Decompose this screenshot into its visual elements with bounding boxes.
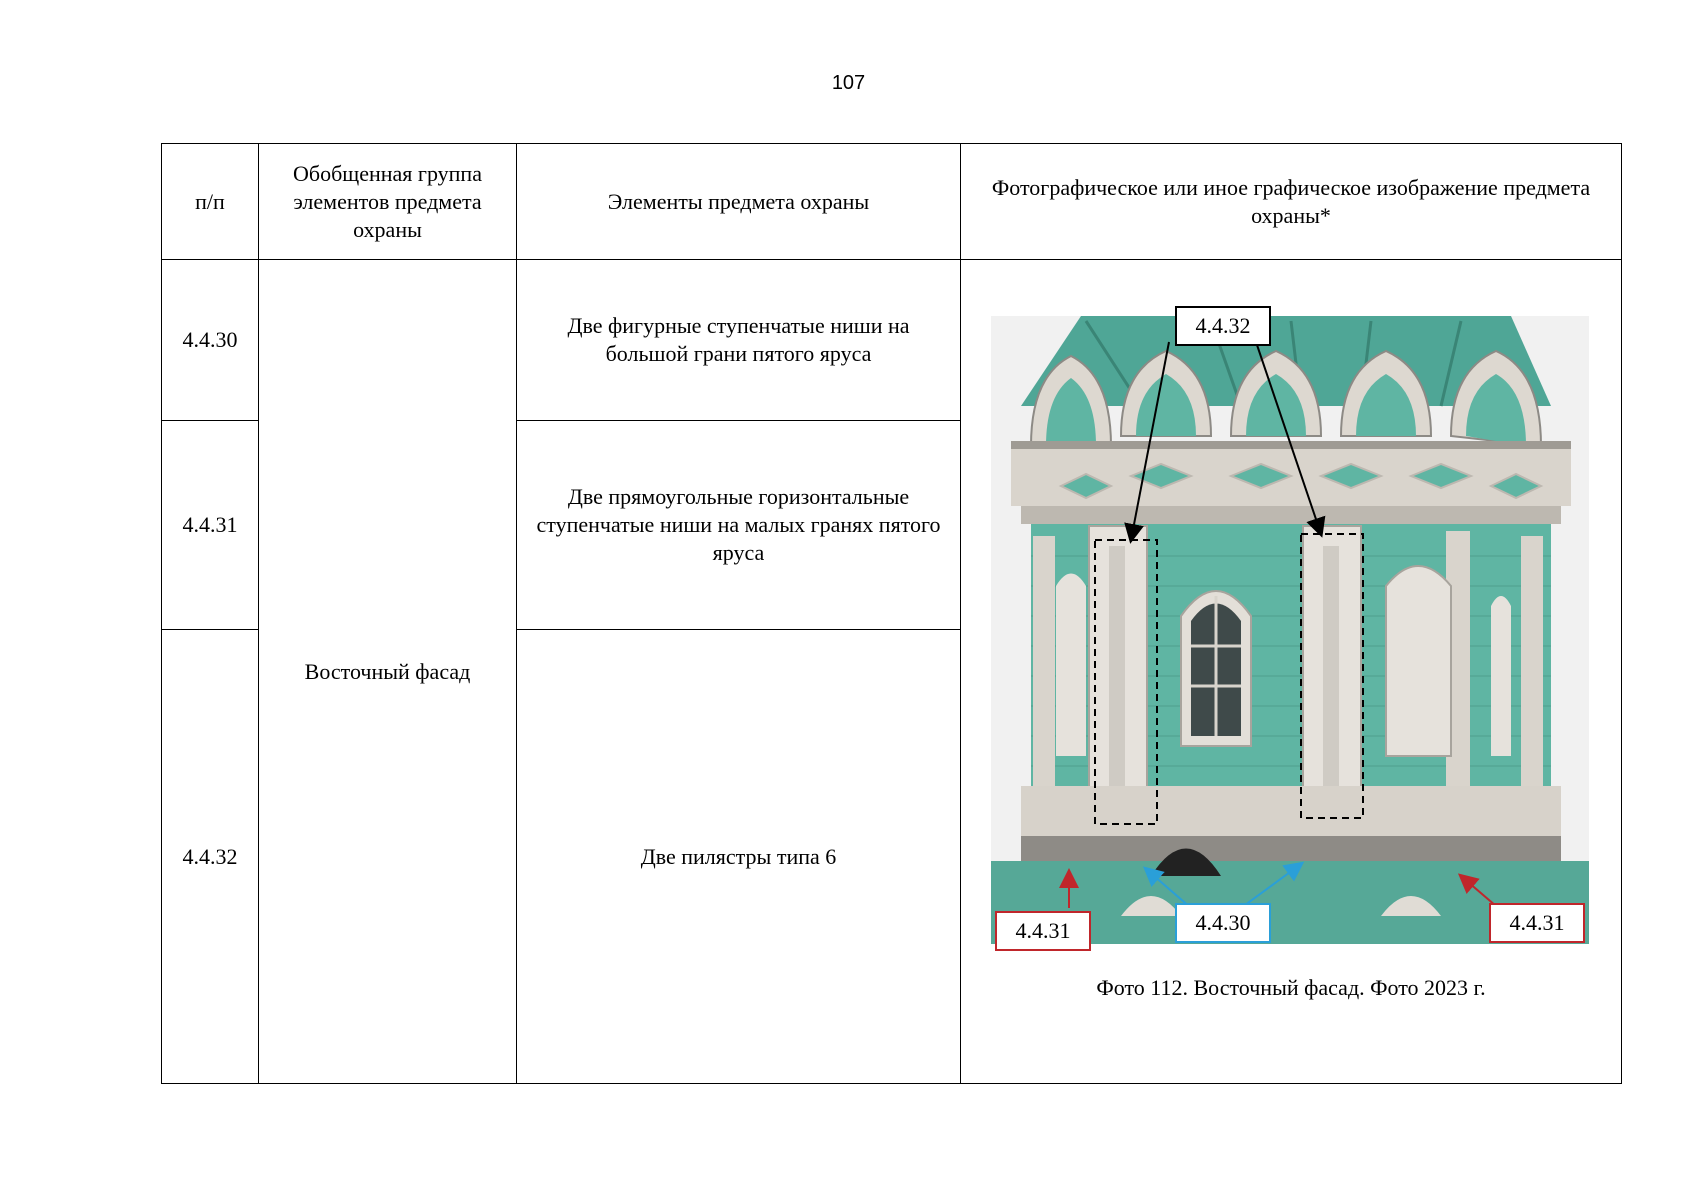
header-elements: Элементы предмета охраны bbox=[516, 143, 961, 260]
photo-label-top: 4.4.32 bbox=[1175, 306, 1271, 346]
photo-figure: 4.4.32 4.4.31 4.4.30 4.4.31 bbox=[991, 306, 1589, 951]
table-header-row: п/п Обобщенная группа элементов предмета… bbox=[161, 143, 1622, 260]
row-num: 4.4.32 bbox=[161, 629, 259, 1084]
tower-photo bbox=[991, 316, 1589, 944]
header-num: п/п bbox=[161, 143, 259, 260]
row-element: Две прямоугольные горизонтальные ступенч… bbox=[516, 420, 961, 630]
photo-caption: Фото 112. Восточный фасад. Фото 2023 г. bbox=[1096, 975, 1486, 1000]
row-element: Две фигурные ступенчатые ниши на большой… bbox=[516, 259, 961, 421]
row-num: 4.4.30 bbox=[161, 259, 259, 421]
heritage-table: п/п Обобщенная группа элементов предмета… bbox=[161, 143, 1622, 1084]
row-element: Две пилястры типа 6 bbox=[516, 629, 961, 1084]
group-cell: Восточный фасад bbox=[258, 259, 517, 1084]
table-row: 4.4.30 Восточный фасад Две фигурные ступ… bbox=[161, 259, 1622, 1084]
photo-label-bottom-left: 4.4.31 bbox=[995, 911, 1091, 951]
photo-label-bottom-right: 4.4.31 bbox=[1489, 903, 1585, 943]
photo-cell: 4.4.32 4.4.31 4.4.30 4.4.31 Фото 112. Во… bbox=[960, 259, 1622, 1084]
header-photo: Фотографическое или иное графическое изо… bbox=[960, 143, 1622, 260]
row-num: 4.4.31 bbox=[161, 420, 259, 630]
table-row: 4.4.31 Две прямоугольные горизонтальные … bbox=[161, 420, 1622, 630]
page-number: 107 bbox=[831, 72, 866, 94]
header-group: Обобщенная группа элементов предмета охр… bbox=[258, 143, 517, 260]
photo-label-bottom-center: 4.4.30 bbox=[1175, 903, 1271, 943]
table-row: 4.4.32 Две пилястры типа 6 bbox=[161, 629, 1622, 1084]
